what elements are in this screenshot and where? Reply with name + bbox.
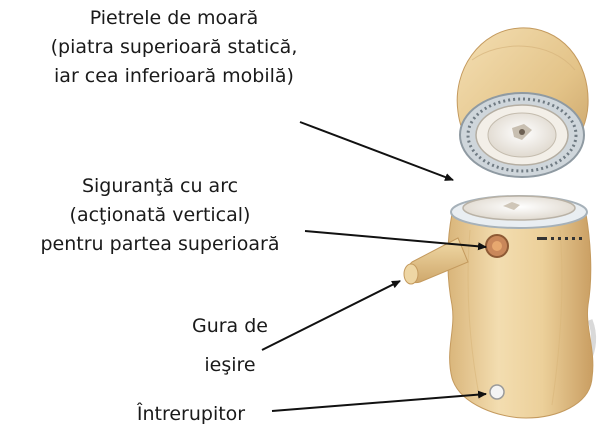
power-switch [489,384,505,400]
outlet-label: Gura de ieşire [150,312,310,380]
safety-label-line3: pentru partea superioară [40,233,280,255]
millstones-label-line2: (piatra superioară statică, [50,36,298,58]
mill-body [447,213,594,419]
millstones-label: Pietrele de moară (piatra superioară sta… [0,4,348,91]
millstones-label-line1: Pietrele de moară [89,7,259,29]
safety-spring-label: Siguranţă cu arc (acţionată vertical) pe… [0,172,320,259]
switch-label: Întrerupitor [96,400,286,429]
outlet-label-line1: Gura de [191,315,268,337]
millstones-label-line3: iar cea inferioară mobilă) [54,65,294,87]
safety-label-line2: (acţionată vertical) [69,204,251,226]
safety-label-line1: Siguranţă cu arc [81,175,239,197]
outlet-label-line2: ieşire [204,354,256,376]
setting-marks [537,237,582,240]
switch-label-line1: Întrerupitor [136,403,246,425]
